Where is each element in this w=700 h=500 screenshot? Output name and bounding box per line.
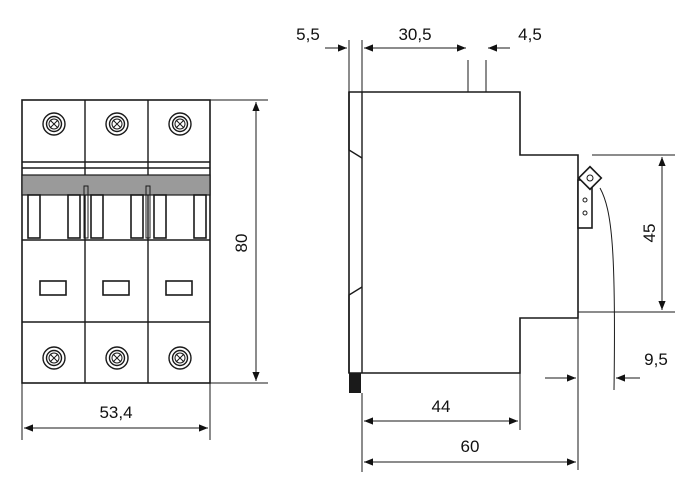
dimension-top-left: 5,5 [296, 25, 347, 52]
dim-top-left-label: 5,5 [296, 25, 320, 44]
label-window [102, 280, 130, 296]
dimension-width: 53,4 [21, 383, 211, 440]
dimension-depth-total: 60 [364, 437, 576, 466]
handle-tab [67, 194, 81, 239]
handle-tabs [27, 185, 207, 239]
handle-link [83, 185, 89, 239]
front-view: 53,4 80 [21, 99, 268, 440]
label-window [39, 280, 67, 296]
dim-top-mid-label: 30,5 [398, 25, 431, 44]
terminal-screw-icon [105, 346, 129, 370]
handle-tab [27, 194, 41, 239]
dimension-offset: 9,5 [545, 187, 668, 470]
handle-bar [21, 174, 211, 196]
terminal-screw-icon [42, 112, 66, 136]
dim-rail-label: 45 [640, 224, 659, 243]
dimension-top-right: 4,5 [488, 25, 542, 52]
terminal-screw-icon [168, 112, 192, 136]
handle-link [145, 185, 151, 239]
label-window [165, 280, 193, 296]
handle-tab [193, 194, 207, 239]
terminal-screws-bottom [42, 346, 192, 370]
terminal-screws-top [42, 112, 192, 136]
terminal-screw-icon [105, 112, 129, 136]
dim-depth-inner-label: 44 [432, 397, 451, 416]
terminal-screw-icon [42, 346, 66, 370]
handle-tab [130, 194, 144, 239]
din-clip [577, 165, 603, 229]
dim-offset-label: 9,5 [644, 350, 668, 369]
handle-tab [153, 194, 167, 239]
dimension-top-mid: 30,5 [364, 25, 466, 52]
dimension-height: 80 [210, 99, 268, 384]
terminal-screw-icon [168, 346, 192, 370]
dim-width-label: 53,4 [99, 403, 132, 422]
front-body-outline [21, 99, 211, 384]
dim-depth-total-label: 60 [461, 437, 480, 456]
dimension-rail: 45 [578, 154, 675, 313]
side-body-outline [348, 91, 579, 374]
handle-tab [90, 194, 104, 239]
side-foot [349, 373, 361, 393]
lower-lip [348, 286, 363, 373]
dim-height-label: 80 [232, 234, 251, 253]
clip-head [577, 165, 603, 191]
dimension-depth-inner: 44 [361, 373, 521, 472]
upper-lip [348, 92, 363, 159]
dim-top-right-label: 4,5 [518, 25, 542, 44]
side-view: 5,5 30,5 4,5 45 9,5 [296, 25, 675, 472]
